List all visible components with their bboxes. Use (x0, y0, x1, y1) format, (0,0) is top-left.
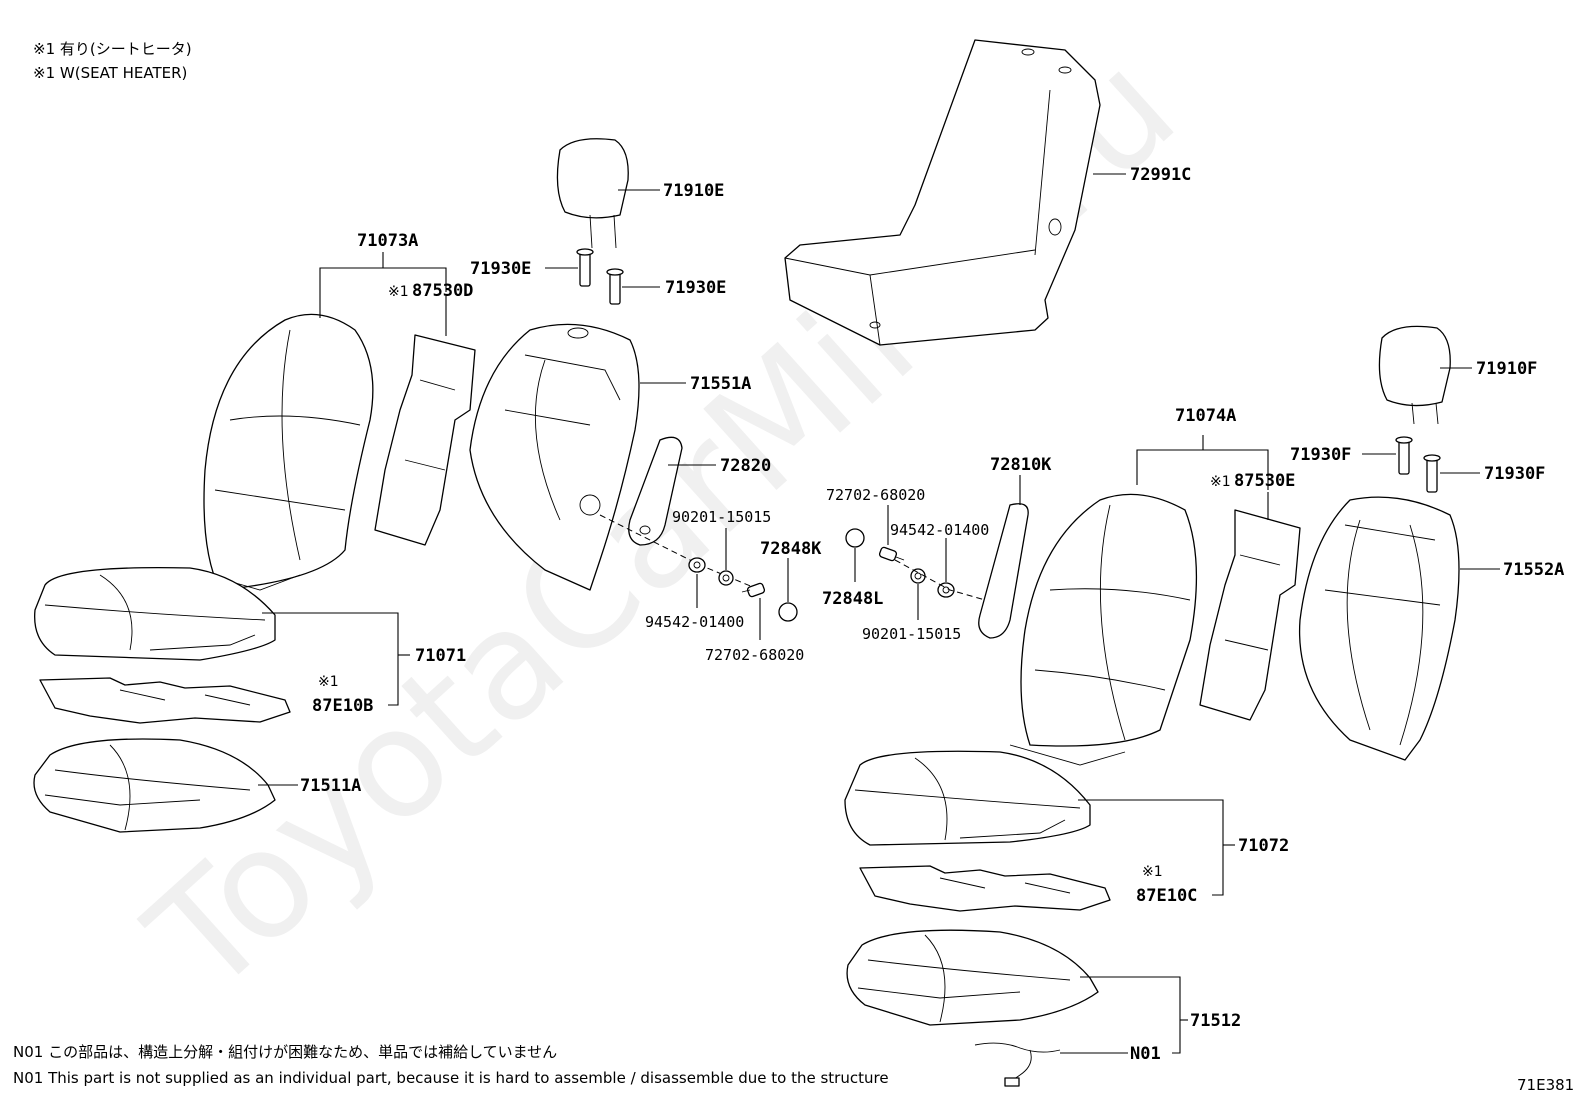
mark-87530d: ※1 (388, 284, 409, 300)
seat-heater-pad-87530d[interactable] (374, 334, 476, 546)
mark-87e10c: ※1 (1142, 864, 1163, 880)
pin-72702-left[interactable] (741, 582, 766, 598)
seat-cover-72991c[interactable] (784, 39, 1101, 346)
seat-heater-pad-87530e[interactable] (1199, 509, 1301, 721)
label-71512[interactable]: 71512 (1190, 1011, 1241, 1031)
seat-heater-mat-87e10b[interactable] (39, 677, 291, 724)
seatback-frame-71551a[interactable] (469, 323, 640, 591)
label-72991c[interactable]: 72991C (1130, 165, 1191, 185)
label-71551a[interactable]: 71551A (690, 374, 751, 394)
mark-87e10b: ※1 (318, 674, 339, 690)
label-72820[interactable]: 72820 (720, 456, 771, 476)
label-71930f-right[interactable]: 71930F (1484, 464, 1545, 484)
guide-71930f-right[interactable] (1423, 454, 1441, 493)
washer-94542-right[interactable] (937, 582, 955, 598)
wire-harness-n01[interactable] (974, 1042, 1061, 1087)
seatback-frame-71552a[interactable] (1298, 496, 1460, 761)
label-72848l[interactable]: 72848L (822, 589, 883, 609)
label-71511a[interactable]: 71511A (300, 776, 361, 796)
note-n01-japanese: N01 この部品は、構造上分解・組付けが困難なため、単品では補給していません (13, 1043, 557, 1061)
headrest-71910f[interactable] (1378, 325, 1451, 425)
label-71910e[interactable]: 71910E (663, 181, 724, 201)
washer-94542-left[interactable] (688, 557, 706, 573)
label-87e10c[interactable]: 87E10C (1136, 886, 1197, 906)
label-87530e[interactable]: 87530E (1234, 471, 1295, 491)
side-pad-72820[interactable] (628, 436, 683, 546)
mark-87530e: ※1 (1210, 474, 1231, 490)
seatback-cover-71074a[interactable] (1009, 493, 1198, 766)
label-87e10b[interactable]: 87E10B (312, 696, 373, 716)
diagram-code: 71E381 (1517, 1076, 1574, 1094)
label-94542-left[interactable]: 94542-01400 (645, 613, 744, 631)
label-72848k[interactable]: 72848K (760, 539, 822, 559)
seatback-cover-71073a[interactable] (189, 313, 374, 591)
legend-line-2: ※1 W(SEAT HEATER) (33, 64, 187, 82)
clip-90201-right[interactable] (910, 568, 926, 584)
pin-72702-right[interactable] (878, 546, 905, 562)
guide-71930f-left[interactable] (1395, 436, 1413, 475)
headrest-71910e[interactable] (556, 138, 629, 249)
cushion-pad-71512[interactable] (846, 929, 1099, 1026)
label-71072[interactable]: 71072 (1238, 836, 1289, 856)
cushion-cover-71071[interactable] (34, 566, 276, 661)
label-71074a[interactable]: 71074A (1175, 406, 1236, 426)
label-94542-right[interactable]: 94542-01400 (890, 521, 989, 539)
label-72702-right[interactable]: 72702-68020 (826, 486, 925, 504)
label-71073a[interactable]: 71073A (357, 231, 418, 251)
seat-heater-mat-87e10c[interactable] (859, 865, 1111, 912)
guide-71930e-left[interactable] (576, 248, 594, 287)
label-71930e-right[interactable]: 71930E (665, 278, 726, 298)
cushion-cover-71072[interactable] (844, 750, 1091, 846)
label-71071[interactable]: 71071 (415, 646, 466, 666)
label-71930e-left[interactable]: 71930E (470, 259, 531, 279)
label-71552a[interactable]: 71552A (1503, 560, 1564, 580)
legend-line-1: ※1 有り(シートヒータ) (33, 40, 192, 58)
label-72810k[interactable]: 72810K (990, 455, 1052, 475)
label-87530d[interactable]: 87530D (412, 281, 473, 301)
note-n01-english: N01 This part is not supplied as an indi… (13, 1069, 889, 1087)
side-pad-72810k[interactable] (978, 503, 1029, 639)
label-72702-left[interactable]: 72702-68020 (705, 646, 804, 664)
label-90201-left[interactable]: 90201-15015 (672, 508, 771, 526)
guide-71930e-right[interactable] (606, 268, 624, 305)
cushion-pad-71511a[interactable] (33, 738, 276, 833)
label-n01[interactable]: N01 (1130, 1044, 1161, 1064)
cap-72848l[interactable] (845, 528, 865, 548)
label-71930f-left[interactable]: 71930F (1290, 445, 1351, 465)
cap-72848k[interactable] (778, 602, 798, 622)
label-71910f[interactable]: 71910F (1476, 359, 1537, 379)
clip-90201-left[interactable] (718, 570, 734, 586)
label-90201-right[interactable]: 90201-15015 (862, 625, 961, 643)
